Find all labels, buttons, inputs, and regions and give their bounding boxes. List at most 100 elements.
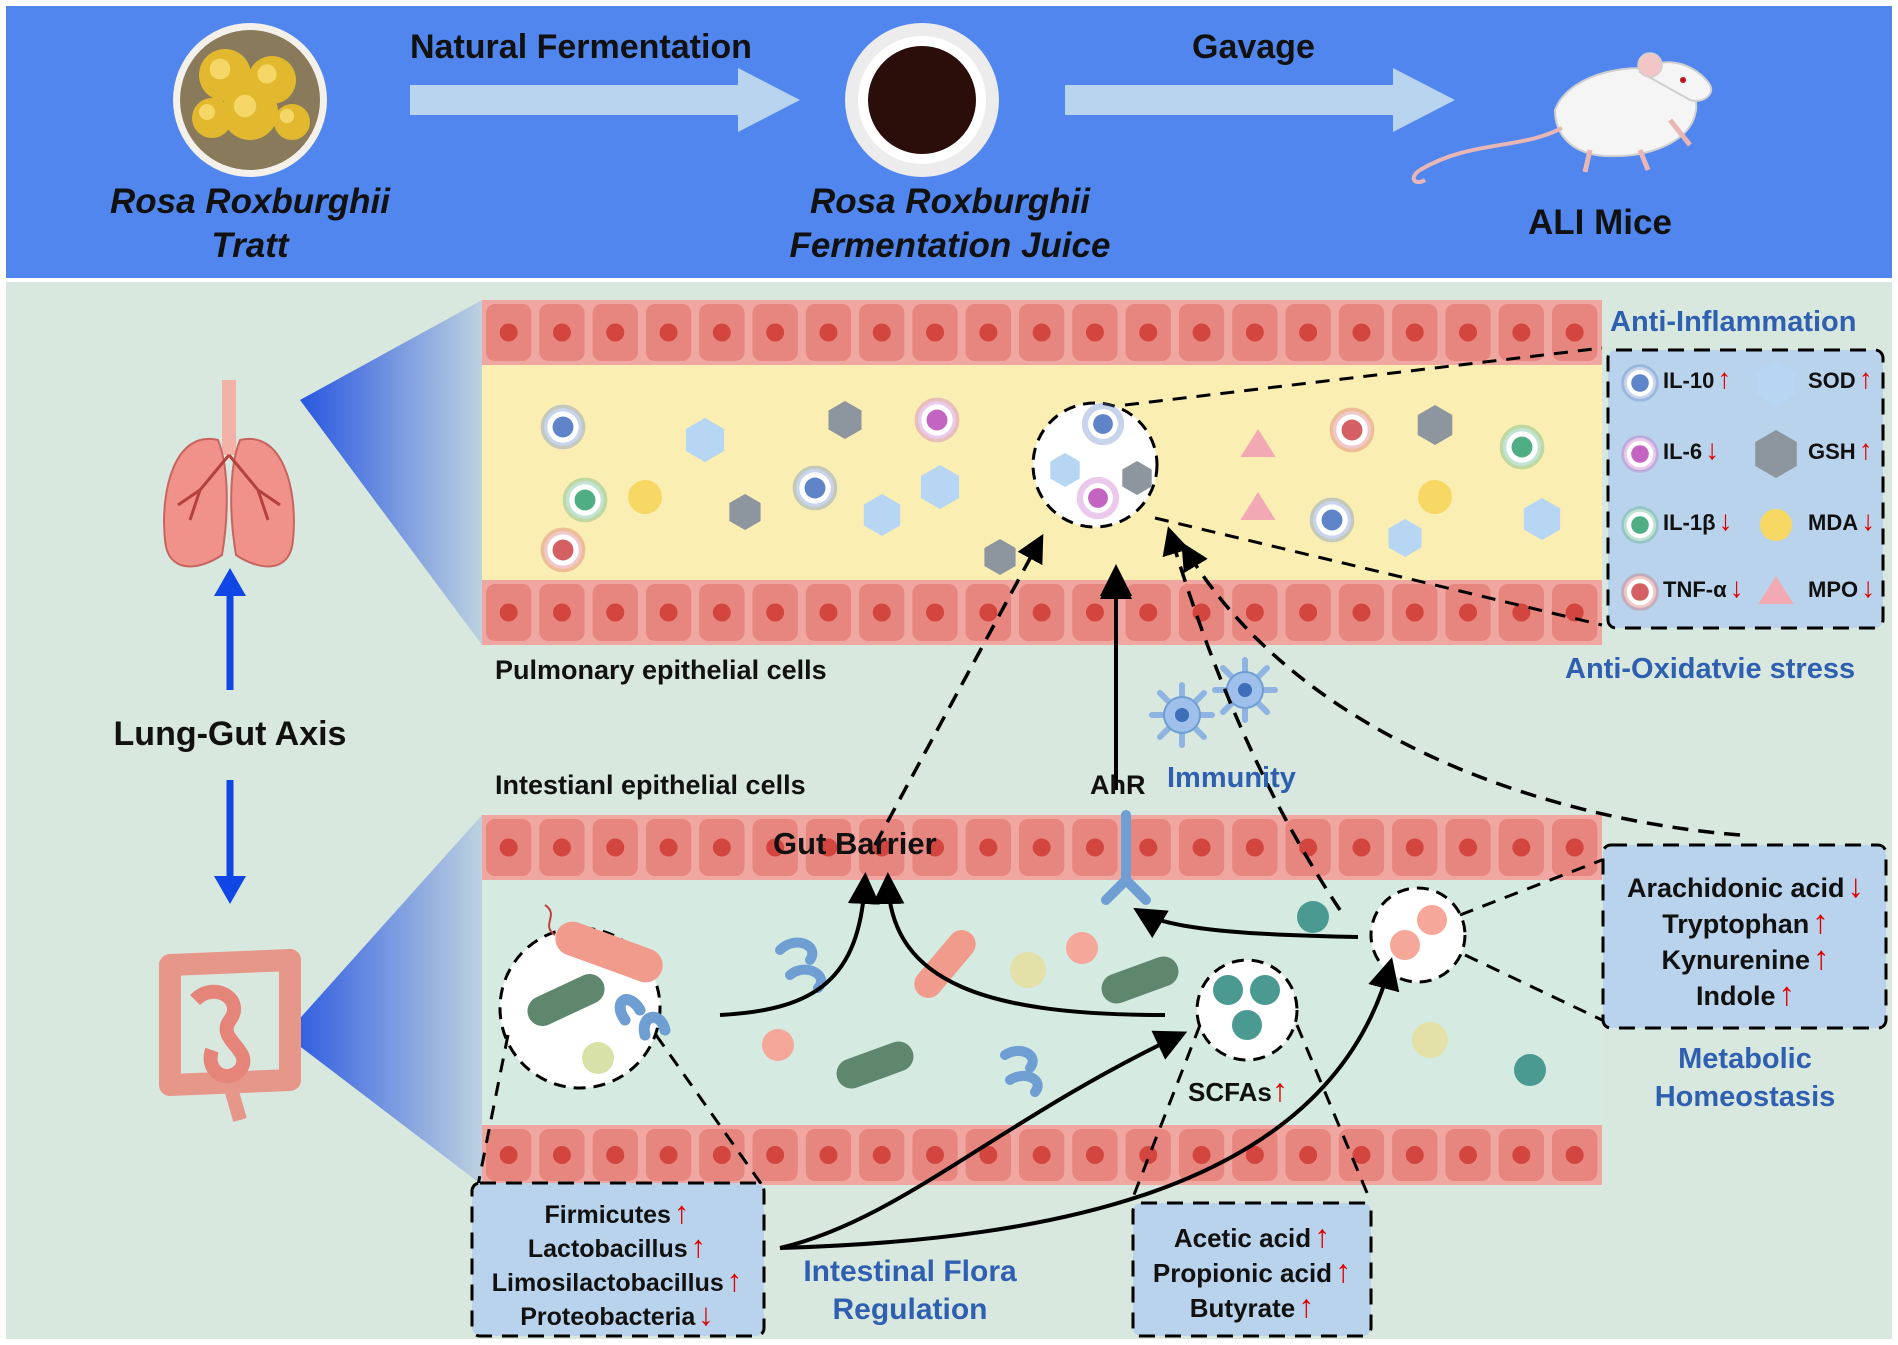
cell-nucleus bbox=[1352, 323, 1371, 342]
small-intestine bbox=[190, 984, 251, 1083]
cell-nucleus bbox=[659, 1146, 678, 1164]
cell-nucleus bbox=[712, 838, 731, 857]
rosa-fruit-icon bbox=[173, 23, 327, 177]
light-hexagon-icon bbox=[1050, 453, 1080, 487]
colon bbox=[159, 949, 301, 1096]
trend-arrow: ↑ bbox=[1778, 975, 1796, 1012]
cell-nucleus bbox=[1085, 323, 1104, 342]
gut-epithelium-top bbox=[482, 815, 1602, 880]
item-label: MPO bbox=[1808, 577, 1859, 602]
inflammation-item: IL-1β↓ bbox=[1663, 505, 1733, 537]
ahr-label: AhR bbox=[1090, 770, 1146, 800]
cell-nucleus bbox=[1085, 1146, 1104, 1164]
metabolite-item: Kynurenine↑ bbox=[1608, 939, 1883, 977]
cell-nucleus bbox=[606, 323, 625, 342]
immunity-label: Immunity bbox=[1167, 762, 1296, 794]
trend-arrow: ↓ bbox=[1861, 572, 1876, 603]
lung-epithelium-top bbox=[482, 300, 1602, 365]
metabolic-title: Metabolic Homeostasis bbox=[1654, 1043, 1836, 1113]
inflammation-item: SOD↑ bbox=[1808, 363, 1873, 395]
cell-nucleus bbox=[552, 416, 574, 438]
cell-nucleus bbox=[1459, 838, 1478, 857]
blue-cell-icon bbox=[1081, 402, 1125, 446]
inflammation-item: GSH↑ bbox=[1808, 434, 1873, 466]
cell-nucleus bbox=[766, 323, 785, 342]
curved-bacteria bbox=[1000, 1045, 1043, 1097]
green-cell-icon bbox=[1621, 506, 1659, 544]
rectum bbox=[223, 1083, 247, 1122]
source-label: Rosa Roxburghii Tratt bbox=[109, 182, 391, 265]
pink-triangle-icon bbox=[1240, 492, 1276, 520]
yellow-circle-icon bbox=[628, 480, 662, 514]
metabolite-guide-top bbox=[1459, 858, 1603, 917]
cell-nucleus bbox=[1512, 603, 1531, 622]
yellow-circle-icon bbox=[1418, 480, 1452, 514]
metabolite-item: Arachidonic acid↓ bbox=[1608, 867, 1883, 905]
purple-cell-icon bbox=[1076, 476, 1120, 520]
cell-nucleus bbox=[552, 603, 571, 622]
cell-nucleus bbox=[1565, 838, 1584, 857]
cell-nucleus bbox=[1299, 603, 1318, 622]
metabolite-zoom-circle bbox=[1369, 886, 1467, 984]
metabolite-item: Indole↑ bbox=[1608, 975, 1883, 1013]
axis-down-arrow-head bbox=[214, 876, 246, 904]
cell-nucleus bbox=[819, 323, 838, 342]
cell-nucleus bbox=[574, 489, 596, 511]
cell-nucleus bbox=[1093, 414, 1113, 434]
cell-nucleus bbox=[1631, 445, 1649, 463]
fruit-highlight bbox=[279, 108, 295, 124]
cell-nucleus bbox=[552, 1146, 571, 1164]
cell-nucleus bbox=[1459, 603, 1478, 622]
cell-nucleus bbox=[606, 1146, 625, 1164]
rod-bacterium-green bbox=[1101, 956, 1179, 1004]
oxidative-stress-title: Anti-Oxidatvie stress bbox=[1565, 653, 1856, 685]
cell-nucleus bbox=[1459, 1146, 1478, 1164]
juice-cup-icon bbox=[845, 23, 999, 177]
item-label: Proteobacteria bbox=[520, 1303, 696, 1331]
gut-epithelium-label: Intestianl epithelial cells bbox=[495, 770, 806, 800]
cell-nucleus bbox=[1405, 323, 1424, 342]
lung-zoom-circle bbox=[1031, 401, 1159, 529]
lungs-icon bbox=[163, 380, 295, 568]
trend-arrow: ↑ bbox=[1314, 1218, 1331, 1254]
red-cell-icon bbox=[540, 527, 586, 573]
purple-cell-icon bbox=[914, 397, 960, 443]
scfa-item: Acetic acid↑ bbox=[1133, 1218, 1371, 1255]
metabolite-guide-bottom bbox=[1464, 953, 1603, 1022]
dendritic-cell-icon bbox=[1149, 657, 1278, 748]
yellow-circle-icon bbox=[1760, 509, 1792, 541]
fruit-highlight bbox=[209, 58, 231, 80]
item-label: Lactobacillus bbox=[527, 1235, 688, 1263]
trend-arrow: ↓ bbox=[1861, 505, 1876, 536]
juice bbox=[868, 46, 976, 154]
cell-nucleus bbox=[659, 323, 678, 342]
fruit-highlight bbox=[233, 94, 257, 118]
item-label: Tryptophan bbox=[1662, 909, 1810, 939]
cell-nucleus bbox=[1405, 838, 1424, 857]
light-hexagon-icon bbox=[920, 465, 960, 509]
cell-nucleus bbox=[659, 603, 678, 622]
gray-hexagon-icon bbox=[828, 401, 862, 439]
cell-nucleus bbox=[499, 838, 518, 857]
zoom-line-top bbox=[1124, 346, 1603, 407]
red-cell-icon bbox=[1329, 407, 1375, 453]
mouse-body bbox=[1553, 67, 1698, 158]
cell-nucleus bbox=[1511, 436, 1533, 458]
cell-nucleus bbox=[1405, 1146, 1424, 1164]
scfa-to-barrier-arrow bbox=[872, 872, 1166, 1017]
trend-arrow: ↑ bbox=[1813, 939, 1830, 976]
cell-nucleus bbox=[819, 603, 838, 622]
cell-nucleus bbox=[1245, 603, 1264, 622]
product-label: Rosa Roxburghii Fermentation Juice bbox=[789, 182, 1111, 265]
item-label: SOD bbox=[1808, 368, 1856, 393]
fruit-highlight bbox=[199, 104, 215, 120]
trend-arrow: ↑ bbox=[1858, 363, 1873, 394]
cell-nucleus bbox=[606, 603, 625, 622]
item-label: Firmicutes bbox=[544, 1201, 671, 1229]
cell-nucleus bbox=[819, 838, 838, 857]
cell-nucleus bbox=[1631, 374, 1649, 392]
scfa-guide-right bbox=[1295, 1024, 1372, 1201]
trend-arrow: ↑ bbox=[1335, 1253, 1352, 1289]
cell-nucleus bbox=[1192, 838, 1211, 857]
lung-epithelium-bottom bbox=[482, 580, 1602, 645]
